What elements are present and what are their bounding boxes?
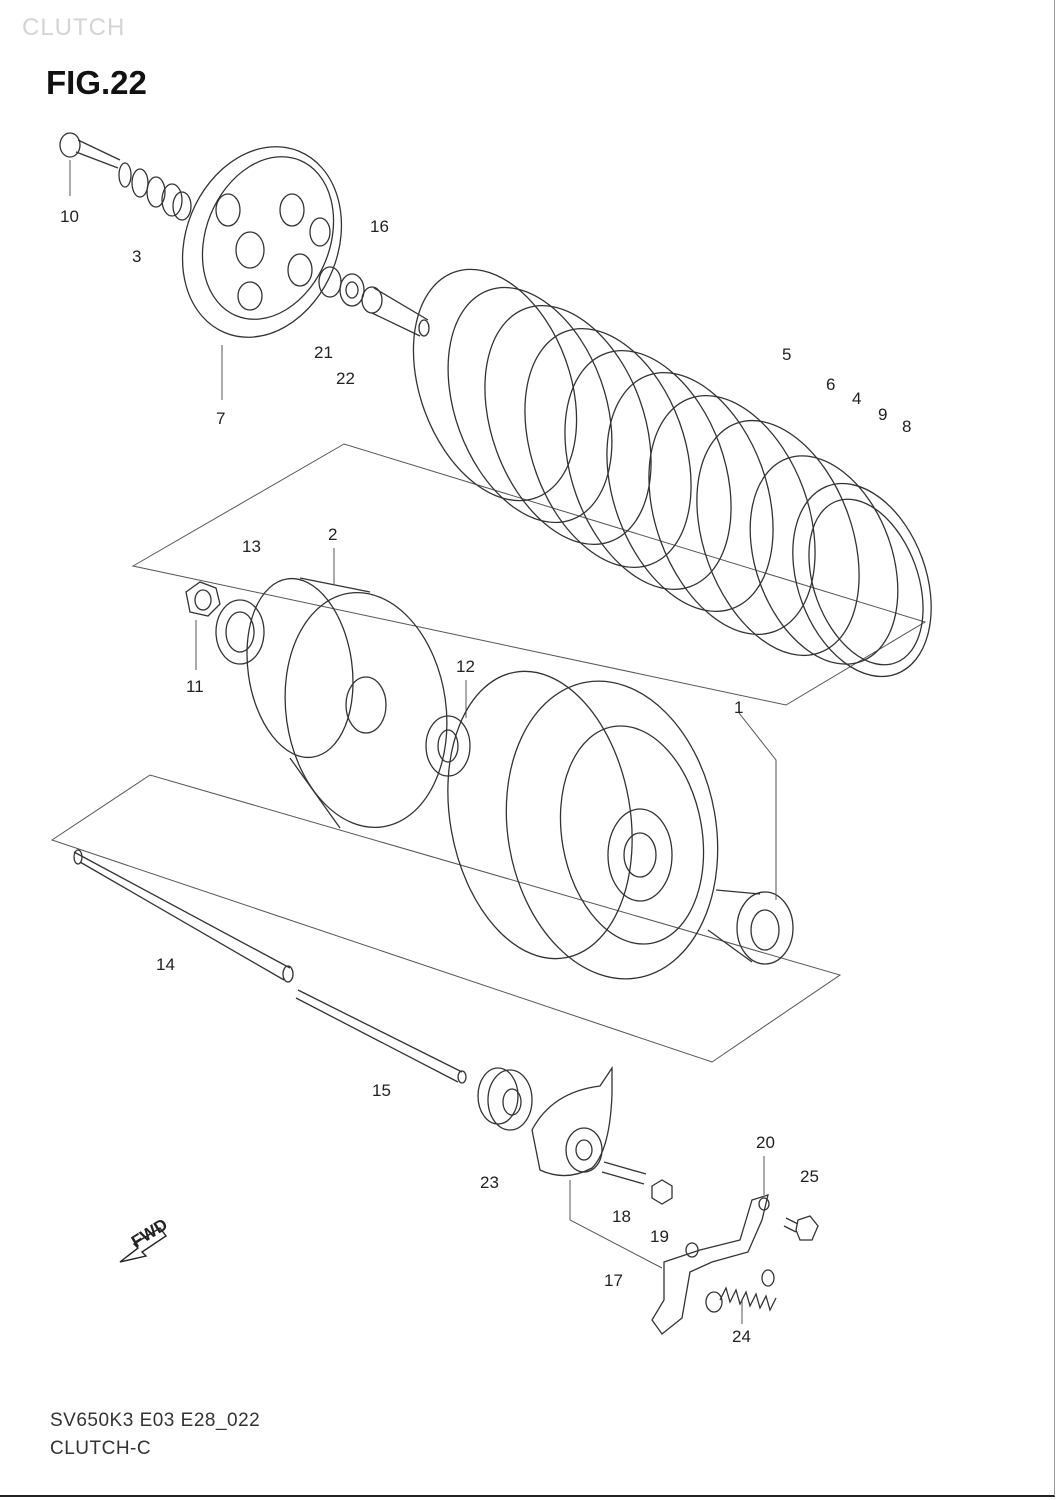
callout-15: 15 xyxy=(372,1081,391,1100)
callout-18: 18 xyxy=(612,1207,631,1226)
part-push-rod-short xyxy=(295,989,467,1084)
callout-25: 25 xyxy=(800,1167,819,1186)
callout-10: 10 xyxy=(60,207,79,226)
callout-6: 6 xyxy=(826,375,835,394)
callout-20: 20 xyxy=(756,1133,775,1152)
fwd-direction-marker: FWD xyxy=(119,1215,171,1263)
part-oil-seal xyxy=(477,1067,533,1131)
plates-reference-plane xyxy=(131,443,927,706)
part-bolt xyxy=(59,132,121,196)
callout-16: 16 xyxy=(370,217,389,236)
part-clutch-plates-stack xyxy=(412,268,932,678)
housing-reference-plane xyxy=(50,774,842,1063)
callout-2: 2 xyxy=(328,525,337,544)
callout-4: 4 xyxy=(852,389,861,408)
part-washer xyxy=(215,599,265,665)
callout-8: 8 xyxy=(902,417,911,436)
part-clutch-sleeve-hub xyxy=(246,548,448,829)
callout-9: 9 xyxy=(878,405,887,424)
callout-24: 24 xyxy=(732,1327,751,1346)
part-release-bearing xyxy=(318,266,365,307)
callout-14: 14 xyxy=(156,955,175,974)
part-thrust-washer xyxy=(425,680,471,777)
part-lock-nut xyxy=(651,1179,673,1205)
part-return-spring xyxy=(705,1269,777,1324)
part-push-rod-long xyxy=(73,849,294,983)
callout-19: 19 xyxy=(650,1227,669,1246)
callout-5: 5 xyxy=(782,345,791,364)
figure-number: FIG.22 xyxy=(46,64,147,101)
part-spring xyxy=(118,162,192,221)
part-nut xyxy=(185,581,221,670)
callout-3: 3 xyxy=(132,247,141,266)
callout-13: 13 xyxy=(242,537,261,556)
callout-7: 7 xyxy=(216,409,225,428)
forward-arrow-icon xyxy=(119,1227,168,1263)
part-clutch-housing xyxy=(447,670,794,980)
callout-12: 12 xyxy=(456,657,475,676)
callout-1: 1 xyxy=(734,698,743,717)
callout-11: 11 xyxy=(186,677,204,696)
section-title: CLUTCH xyxy=(22,14,126,41)
sub-title: CLUTCH-C xyxy=(50,1438,152,1459)
callout-22: 22 xyxy=(336,369,355,388)
part-adjuster-screw xyxy=(601,1161,647,1185)
part-release-cover xyxy=(531,1065,663,1269)
part-lever-bolt xyxy=(783,1215,819,1241)
callout-17: 17 xyxy=(604,1271,623,1290)
part-release-lever xyxy=(651,1156,770,1335)
drawing-code: SV650K3 E03 E28_022 xyxy=(50,1410,261,1431)
callout-21: 21 xyxy=(314,343,333,362)
callout-23: 23 xyxy=(480,1173,499,1192)
part-pressure-plate xyxy=(181,146,343,400)
